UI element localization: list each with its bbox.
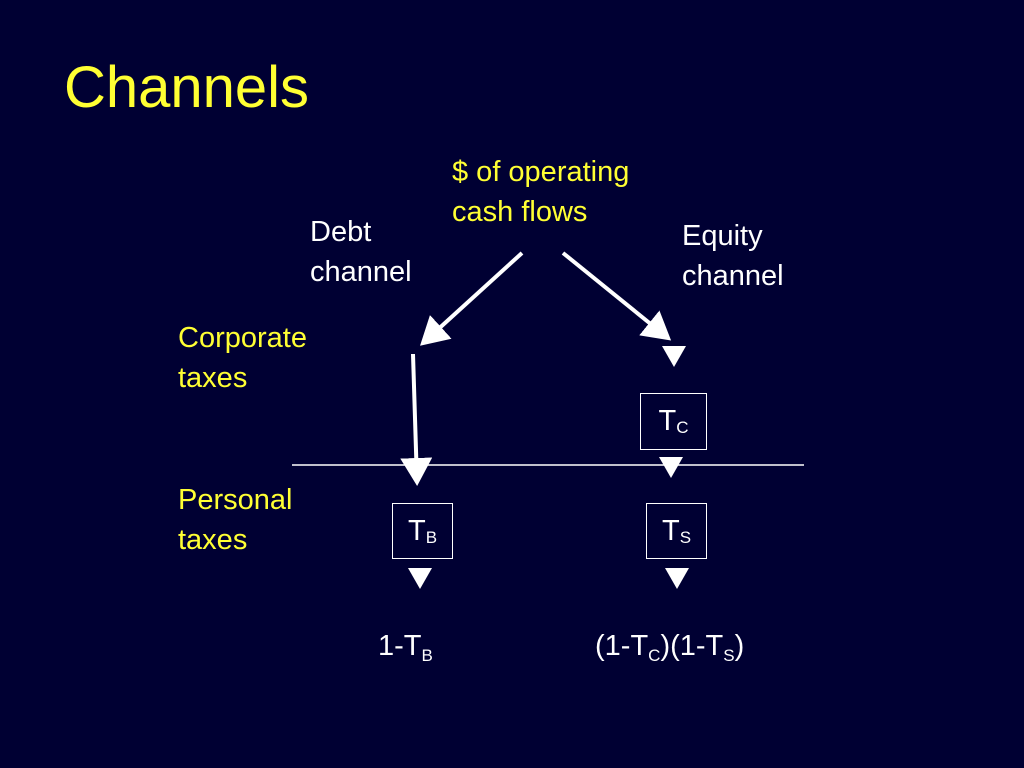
personal-taxes-label-line-1: Personal (178, 484, 293, 516)
tc-box-sub: C (676, 418, 689, 437)
debt-channel-label: Debt channel (310, 212, 412, 292)
equity-result: (1-TC)(1-TS) (595, 626, 744, 670)
equity-result-part-2: )(1-T (660, 630, 724, 662)
ts-box-main: T (661, 514, 680, 547)
tb-box-sub: B (425, 527, 438, 547)
debt-channel-label-line-1: Debt (310, 216, 372, 248)
source-label-line-2: cash flows (452, 196, 588, 228)
equity-result-sub-2: S (723, 646, 735, 665)
equity-result-part-1: (1-T (595, 630, 649, 662)
debt-result-sub: B (421, 646, 433, 665)
equity-result-part-3: ) (734, 630, 745, 662)
corporate-taxes-label: Corporate taxes (178, 318, 307, 398)
equity-channel-label-line-2: channel (682, 260, 784, 292)
corporate-taxes-label-line-1: Corporate (178, 322, 307, 354)
equity-channel-label-line-1: Equity (682, 220, 763, 252)
tb-box-main: T (407, 514, 426, 547)
equity-result-sub-1: C (648, 646, 661, 665)
ts-box-sub: S (679, 527, 692, 547)
tc-box-main: T (658, 405, 677, 437)
personal-taxes-label: Personal taxes (178, 480, 292, 560)
source-label: $ of operating cash flows (452, 152, 629, 232)
personal-taxes-label-line-2: taxes (178, 524, 248, 556)
debt-result-main: 1-T (378, 630, 422, 662)
debt-result: 1-TB (378, 626, 433, 670)
arrow-debt-to-tb (400, 353, 433, 486)
source-label-line-1: $ of operating (452, 156, 630, 188)
arrow-source-to-equity (561, 251, 672, 341)
equity-channel-label: Equity channel (682, 216, 784, 296)
corporate-taxes-label-line-2: taxes (178, 362, 248, 394)
arrow-source-to-debt (420, 251, 524, 346)
slide-title: Channels (64, 55, 310, 120)
debt-channel-label-line-2: channel (310, 256, 412, 288)
